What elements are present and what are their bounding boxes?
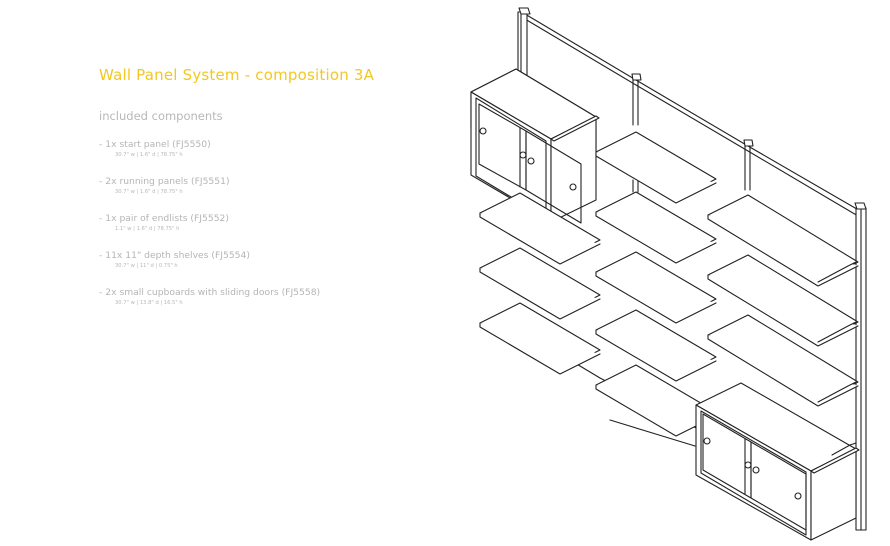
component-list: - 1x start panel (FJ5550) 30.7" w | 1.6"…	[99, 139, 429, 324]
shelves	[479, 131, 859, 437]
component-dimensions: 30.7" w | 13.8" d | 16.5" h	[115, 300, 183, 306]
list-item: - 2x small cupboards with sliding doors …	[99, 287, 429, 324]
component-name: - 2x small cupboards with sliding doors …	[99, 287, 321, 298]
component-name: - 11x 11" depth shelves (FJ5554)	[99, 250, 250, 261]
components-heading: included components	[99, 109, 223, 123]
component-dimensions: 30.7" w | 11" d | 0.75" h	[115, 263, 178, 269]
component-name: - 2x running panels (FJ5551)	[99, 176, 230, 187]
component-dimensions: 1.1" w | 1.6" d | 78.75" h	[115, 226, 180, 232]
component-name: - 1x start panel (FJ5550)	[99, 139, 211, 150]
component-dimensions: 30.7" w | 1.6" d | 78.75" h	[115, 152, 183, 158]
list-item: - 1x start panel (FJ5550) 30.7" w | 1.6"…	[99, 139, 429, 176]
component-name: - 1x pair of endlists (FJ5552)	[99, 213, 229, 224]
list-item: - 2x running panels (FJ5551) 30.7" w | 1…	[99, 176, 429, 213]
page-title: Wall Panel System - composition 3A	[99, 66, 375, 84]
cupboard-upper-left	[470, 68, 600, 224]
component-dimensions: 30.7" w | 1.6" d | 78.75" h	[115, 189, 183, 195]
list-item: - 1x pair of endlists (FJ5552) 1.1" w | …	[99, 213, 429, 250]
cupboard-lower-right	[695, 382, 860, 541]
list-item: - 11x 11" depth shelves (FJ5554) 30.7" w…	[99, 250, 429, 287]
